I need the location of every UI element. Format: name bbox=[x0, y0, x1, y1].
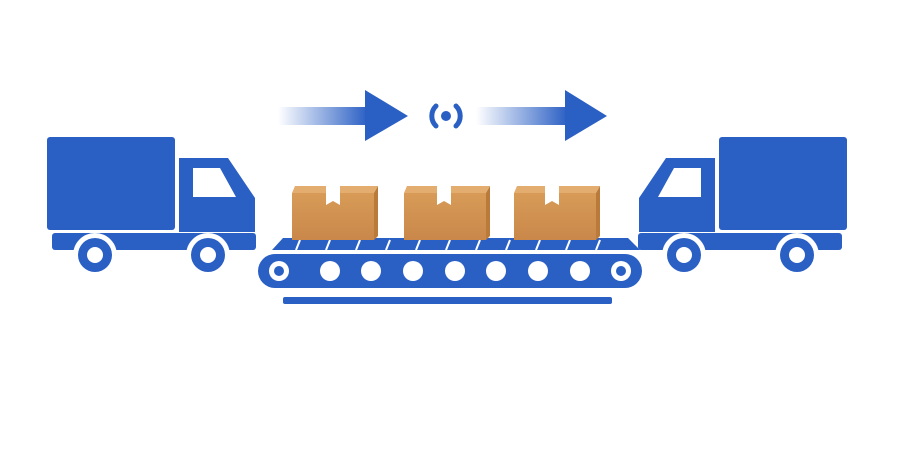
package-box-icon bbox=[404, 186, 490, 240]
truck-right-icon bbox=[638, 137, 847, 277]
package-box-icon bbox=[292, 186, 378, 240]
arrow-right-icon bbox=[278, 90, 408, 141]
truck-left-icon bbox=[47, 137, 256, 277]
conveyor-belt-icon bbox=[258, 238, 642, 304]
signal-icon bbox=[429, 103, 463, 129]
arrow-right-icon bbox=[476, 90, 607, 141]
package-box-icon bbox=[514, 186, 600, 240]
